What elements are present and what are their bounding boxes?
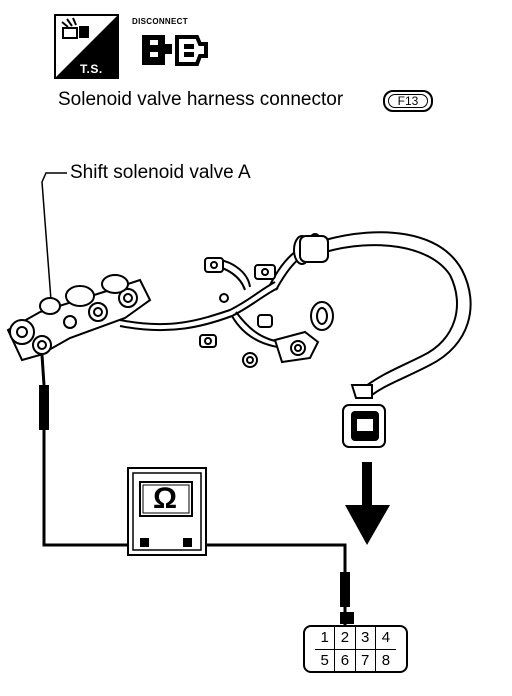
connector-id-badge: F13 — [383, 90, 433, 112]
solenoid-valve-assembly — [6, 274, 152, 362]
connector-pin: 1 — [315, 627, 336, 650]
shift-solenoid-callout: Shift solenoid valve A — [70, 162, 251, 183]
ts-label: T.S. — [80, 62, 103, 76]
connector-pin: 3 — [355, 627, 376, 650]
connector-pin: 7 — [356, 650, 376, 672]
connector-pin: 4 — [375, 627, 396, 650]
o-ring — [310, 301, 334, 331]
connector-id-label: F13 — [388, 94, 428, 108]
connector-pin: 2 — [335, 627, 356, 650]
connector-pin: 6 — [335, 650, 356, 672]
ohm-symbol: Ω — [153, 482, 178, 515]
harness-end-connector — [342, 384, 386, 448]
page-title: Solenoid valve harness connector — [58, 89, 344, 110]
disconnect-label: DISCONNECT — [132, 17, 188, 26]
connector-pin: 5 — [315, 650, 336, 672]
connector-disconnect-icon — [142, 35, 208, 66]
connector-pin-grid: 1 2 3 4 5 6 7 8 — [303, 625, 408, 673]
meter-lead-left — [39, 354, 148, 547]
down-arrow-icon — [345, 462, 390, 545]
ohmmeter-icon — [127, 467, 207, 556]
meter-lead-right — [180, 543, 354, 625]
ts-icon — [54, 14, 119, 79]
harness-clips — [199, 257, 320, 368]
connector-pin: 8 — [381, 652, 391, 669]
harness-grommet — [293, 233, 329, 265]
